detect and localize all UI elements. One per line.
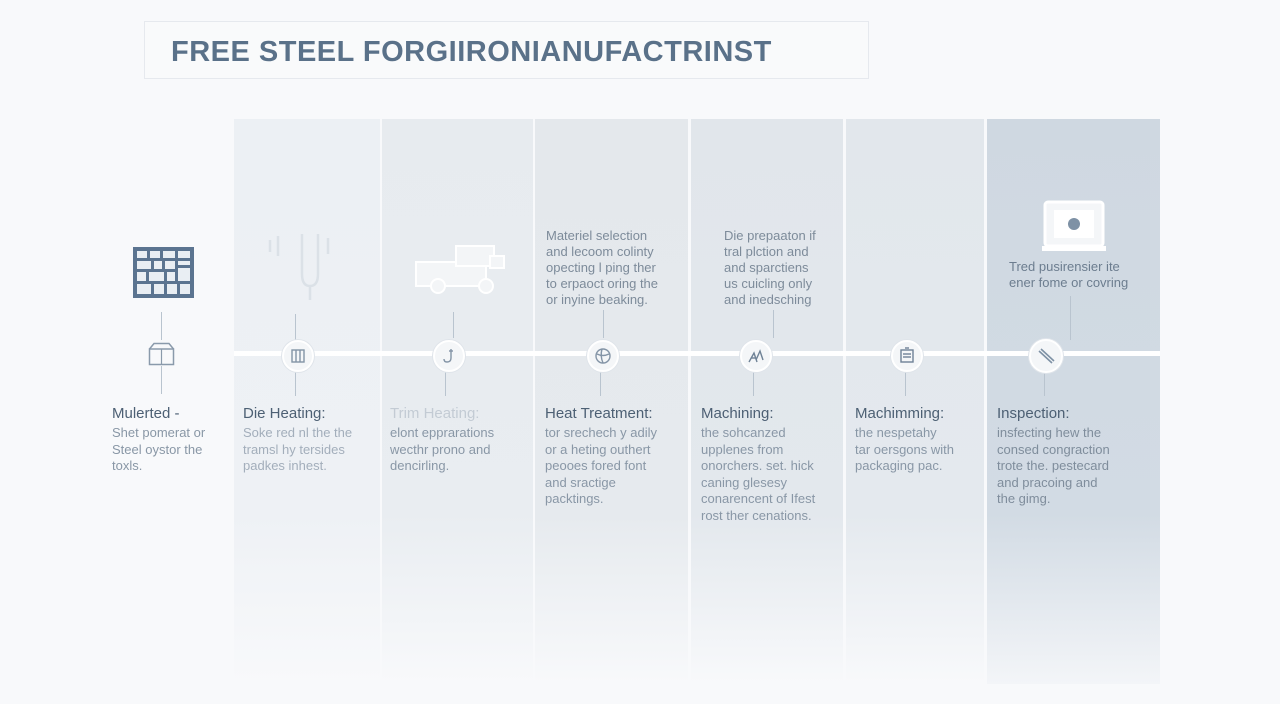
step-label: Mulerted - bbox=[112, 405, 180, 422]
hook-icon bbox=[443, 349, 453, 363]
step-description: Soke red nl the the tramsl hy tersides p… bbox=[243, 425, 353, 473]
node-machimming bbox=[891, 340, 923, 372]
page-title: FREE STEEL FORGIIRONIANUFACTRINST bbox=[171, 36, 772, 68]
column-die-heating bbox=[234, 119, 380, 684]
connector-line bbox=[295, 314, 296, 340]
connector-line bbox=[161, 366, 162, 394]
top-note-material: Materiel selection and lecoom colinty op… bbox=[546, 228, 659, 307]
step-label: Machimming: bbox=[855, 405, 945, 422]
ruler-icon bbox=[1038, 348, 1055, 364]
step-description: tor srechech y adily or a heting outhert… bbox=[545, 425, 657, 506]
step-description: the sohcanzed upplenes from onorchers. s… bbox=[701, 425, 816, 523]
press-machine-icon bbox=[1042, 199, 1106, 258]
connector-line bbox=[453, 312, 454, 338]
connector-line bbox=[161, 312, 162, 340]
connector-line bbox=[773, 310, 774, 338]
column-heat-treatment bbox=[535, 119, 688, 684]
connector-line bbox=[295, 366, 296, 396]
node-machining bbox=[740, 340, 772, 372]
column-machining bbox=[691, 119, 843, 684]
step-label: Die Heating: bbox=[243, 405, 326, 422]
timeline bbox=[234, 351, 1160, 356]
step-description: the nespetahy tar oersgons with packagin… bbox=[855, 425, 954, 473]
connector-line bbox=[1070, 296, 1071, 340]
step-description: insfecting hew the consed congraction tr… bbox=[997, 425, 1110, 506]
forklift-icon bbox=[412, 242, 508, 301]
connector-line bbox=[603, 310, 604, 338]
ball-icon bbox=[595, 348, 611, 364]
connector-line bbox=[1044, 368, 1045, 396]
top-note-die-preparation: Die prepaaton if tral plction and and sp… bbox=[724, 228, 816, 307]
step-label: Heat Treatment: bbox=[545, 405, 653, 422]
grid-panel-icon bbox=[133, 247, 194, 303]
step-label: Inspection: bbox=[997, 405, 1070, 422]
tuning-fork-icon bbox=[264, 228, 336, 309]
connector-line bbox=[445, 368, 446, 396]
connector-line bbox=[753, 368, 754, 396]
node-die-heating bbox=[282, 340, 314, 372]
blocks-icon bbox=[291, 349, 305, 363]
column-machimming bbox=[846, 119, 984, 684]
tools-icon bbox=[748, 349, 764, 363]
step-description: elont epprarations wecthr prono and denc… bbox=[390, 425, 495, 473]
title-box: FREE STEEL FORGIIRONIANUFACTRINST bbox=[144, 21, 869, 79]
node-trim-heating bbox=[433, 340, 465, 372]
connector-line bbox=[600, 368, 601, 396]
top-note-inspection: Tred pusirensier ite ener fome or covrin… bbox=[1009, 259, 1129, 290]
step-label: Trim Heating: bbox=[390, 405, 480, 422]
column-trim-heating bbox=[382, 119, 533, 684]
connector-line bbox=[905, 368, 906, 396]
box-icon bbox=[148, 342, 175, 371]
node-inspection bbox=[1029, 339, 1063, 373]
document-icon bbox=[900, 347, 914, 363]
node-heat-treatment bbox=[587, 340, 619, 372]
step-description: Shet pomerat or Steel oystor the toxls. bbox=[112, 425, 206, 473]
step-label: Machining: bbox=[701, 405, 774, 422]
